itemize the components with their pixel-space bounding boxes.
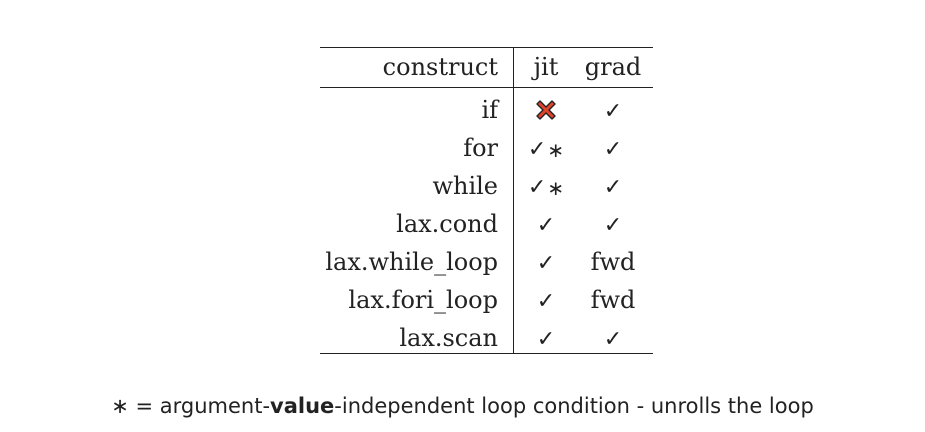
check-icon: ✓ [527, 175, 547, 200]
table-bottom-rule [320, 353, 653, 354]
cell-jit: ✓∗ [514, 129, 578, 169]
header-jit: jit [533, 53, 559, 81]
cell-construct: if [481, 96, 498, 124]
cell-construct: while [432, 172, 498, 200]
check-icon: ✓ [536, 251, 556, 276]
check-icon: ✓ [536, 289, 556, 314]
table-row: lax.fori_loop ✓ fwd [320, 281, 653, 319]
cell-jit [514, 91, 578, 129]
check-icon: ✓ [603, 213, 623, 238]
check-icon: ✓ [603, 137, 623, 162]
cell-jit: ✓ [514, 319, 578, 359]
table-row: lax.while_loop ✓ fwd [320, 243, 653, 281]
footnote-suffix: -independent loop condition - unrolls th… [334, 394, 814, 418]
cell-construct: lax.while_loop [325, 248, 498, 276]
table-header-row: construct jit grad [320, 48, 653, 86]
table-row: lax.cond ✓ ✓ [320, 205, 653, 243]
cell-grad: fwd [590, 248, 636, 276]
cell-grad: ✓ [578, 91, 648, 131]
check-icon: ✓ [536, 327, 556, 352]
asterisk-icon: ∗ [547, 138, 565, 162]
table-row: for✓∗✓ [320, 129, 653, 167]
cell-construct: lax.fori_loop [348, 286, 498, 314]
check-icon: ✓ [603, 175, 623, 200]
cell-construct: lax.scan [399, 324, 498, 352]
cell-grad: ✓ [578, 167, 648, 207]
cell-grad: fwd [590, 286, 636, 314]
table-top-rule [320, 47, 653, 48]
cell-grad: ✓ [578, 205, 648, 245]
footnote: ∗ = argument-value-independent loop cond… [0, 394, 925, 418]
cell-jit: ✓ [514, 281, 578, 321]
table-header-rule [320, 87, 653, 88]
check-icon: ✓ [603, 99, 623, 124]
table-column-divider [513, 47, 514, 354]
check-icon: ✓ [603, 327, 623, 352]
cell-jit: ✓ [514, 205, 578, 245]
cell-jit: ✓ [514, 243, 578, 283]
check-icon: ✓ [536, 213, 556, 238]
check-icon: ✓ [527, 137, 547, 162]
header-grad: grad [584, 53, 642, 81]
header-construct: construct [382, 53, 498, 81]
cell-grad: ✓ [578, 129, 648, 169]
table-row: lax.scan ✓ ✓ [320, 319, 653, 357]
table-row: while✓∗✓ [320, 167, 653, 205]
cell-grad: ✓ [578, 319, 648, 359]
footnote-bold: value [270, 394, 335, 418]
cell-jit: ✓∗ [514, 167, 578, 207]
cell-construct: for [463, 134, 498, 162]
cell-construct: lax.cond [396, 210, 498, 238]
red-x-icon [536, 99, 556, 120]
asterisk-icon: ∗ [547, 176, 565, 200]
table-row: if ✓ [320, 91, 653, 129]
footnote-prefix: ∗ = argument- [111, 394, 271, 418]
